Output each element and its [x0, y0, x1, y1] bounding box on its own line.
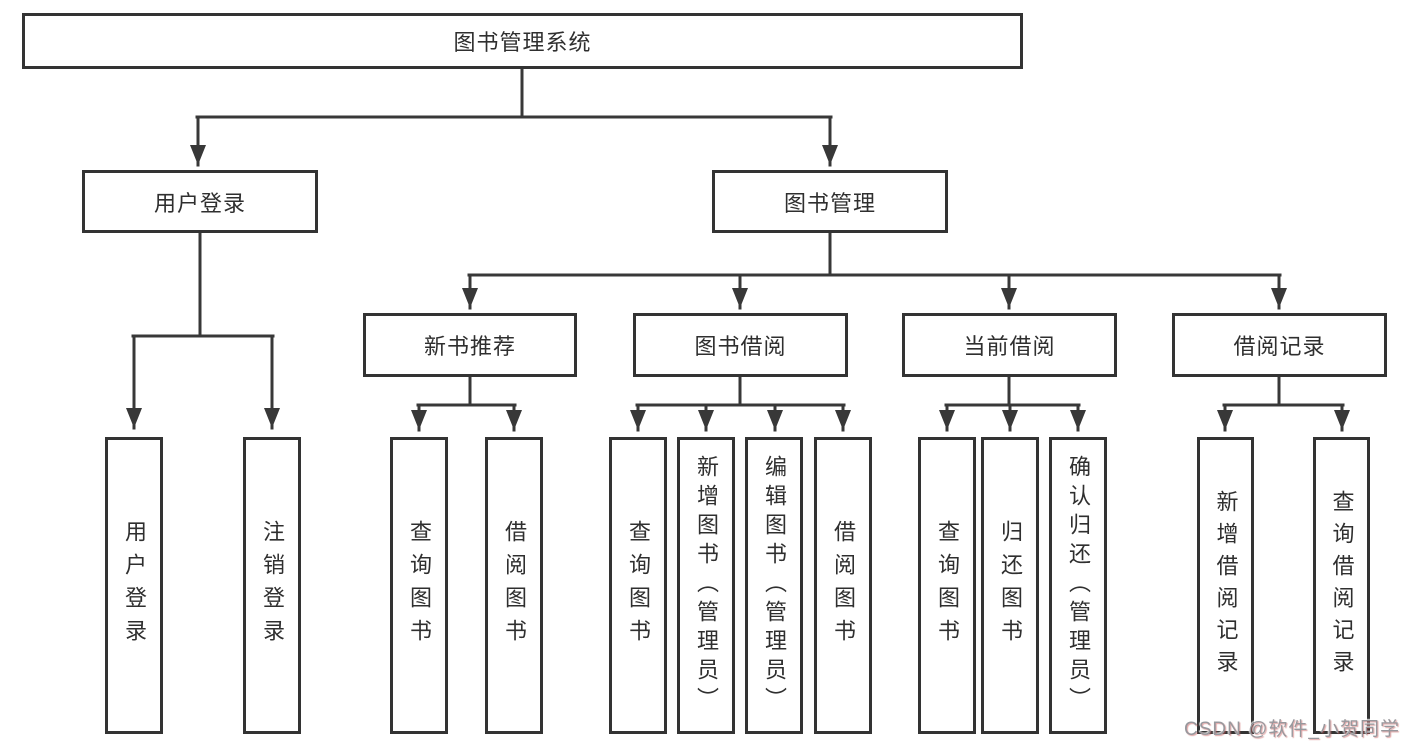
- node-book-borrow: 图书借阅: [633, 313, 848, 377]
- node-new-book-recommend: 新书推荐: [363, 313, 577, 377]
- node-borrow-records: 借阅记录: [1172, 313, 1387, 377]
- connector-user-login-children: [126, 231, 280, 430]
- node-borrow-books-recommend: 借阅图书: [485, 437, 543, 734]
- connector-new-books-children: [411, 375, 522, 432]
- leaf-label: 确认归还（管理员）: [1066, 455, 1091, 716]
- node-borrow-books: 借阅图书: [814, 437, 872, 734]
- leaf-label: 借阅图书: [831, 519, 856, 652]
- node-return-books: 归还图书: [981, 437, 1039, 734]
- node-query-books-borrow: 查询图书: [609, 437, 667, 734]
- connector-book-mgmt-children: [462, 231, 1287, 310]
- leaf-label: 用户登录: [122, 519, 147, 652]
- node-add-borrow-record: 新增借阅记录: [1197, 437, 1254, 734]
- leaf-label: 查询图书: [407, 519, 432, 652]
- node-edit-books-admin: 编辑图书（管理员）: [745, 437, 803, 734]
- node-current-borrow: 当前借阅: [902, 313, 1117, 377]
- node-user-login-leaf: 用户登录: [105, 437, 163, 734]
- csdn-watermark: CSDN @软件_小贺同学: [1184, 719, 1400, 740]
- node-query-borrow-record: 查询借阅记录: [1313, 437, 1370, 734]
- node-book-management: 图书管理: [712, 170, 948, 233]
- node-add-books-admin: 新增图书（管理员）: [677, 437, 735, 734]
- node-query-books-recommend: 查询图书: [390, 437, 448, 734]
- leaf-label: 查询图书: [935, 519, 960, 652]
- node-logout: 注销登录: [243, 437, 301, 734]
- leaf-label: 归还图书: [998, 519, 1023, 652]
- connector-borrow-records-children: [1217, 375, 1350, 432]
- connector-root-to-level2: [190, 67, 838, 167]
- leaf-label: 查询借阅记录: [1329, 489, 1355, 682]
- node-query-books-current: 查询图书: [918, 437, 976, 734]
- leaf-label: 新增图书（管理员）: [694, 455, 719, 716]
- node-library-system: 图书管理系统: [22, 13, 1023, 69]
- node-confirm-return-admin: 确认归还（管理员）: [1049, 437, 1107, 734]
- leaf-label: 借阅图书: [502, 519, 527, 652]
- leaf-label: 注销登录: [260, 519, 285, 652]
- node-user-login: 用户登录: [82, 170, 318, 233]
- leaf-label: 编辑图书（管理员）: [762, 455, 787, 716]
- leaf-label: 查询图书: [626, 519, 651, 652]
- connector-book-borrow-children: [630, 375, 851, 432]
- connector-current-borrow-children: [939, 375, 1086, 432]
- leaf-label: 新增借阅记录: [1213, 489, 1239, 682]
